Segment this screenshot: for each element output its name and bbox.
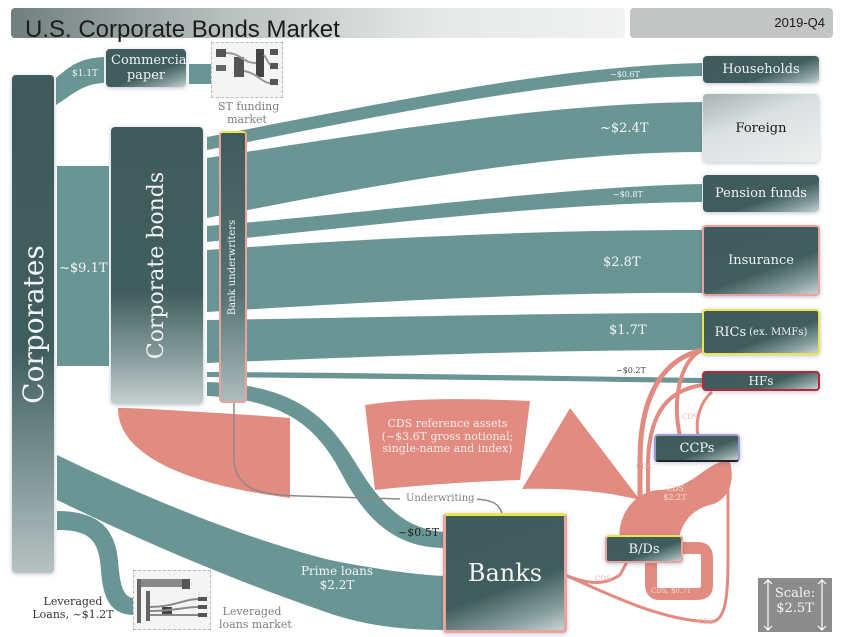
- node-banks-label: Banks: [467, 559, 543, 587]
- st-funding-market-label: ST funding market: [218, 100, 280, 126]
- node-rics[interactable]: RICs (ex. MMFs): [702, 309, 820, 355]
- flow-pension: [207, 184, 702, 242]
- flow-banks-bonds: [207, 382, 445, 548]
- flow-households: [207, 63, 702, 150]
- scale-line1: Scale:: [774, 586, 816, 601]
- cds-bd-ccp: [619, 462, 732, 545]
- leveraged-loans-market-label: Leveraged loans market: [219, 605, 292, 631]
- flow-commercial-paper: [56, 57, 104, 105]
- flow-foreign: [207, 102, 702, 218]
- scale-legend: Scale: $2.5T: [758, 578, 832, 632]
- cds-tag-banks-ccp: CDS: [698, 618, 714, 626]
- title-bar: U.S. Corporate Bonds Market: [11, 8, 625, 43]
- node-bank-underwriters[interactable]: Bank underwriters: [219, 131, 247, 403]
- flow-label-corporate-bonds: ~$9.1T: [59, 261, 108, 276]
- cds-ccp-flow-line2: $2.2T: [663, 493, 687, 503]
- flow-label-pension: ~$0.8T: [613, 190, 643, 199]
- sankey-thumbnail-icon: [137, 579, 207, 623]
- st-funding-line2: market: [227, 112, 267, 126]
- node-hfs-label: HFs: [748, 374, 774, 388]
- cds-reference-bottom: [118, 408, 290, 498]
- node-households[interactable]: Households: [703, 56, 819, 83]
- page-title: U.S. Corporate Bonds Market: [25, 16, 340, 43]
- prime-loans-label: Prime loans: [300, 564, 374, 578]
- node-foreign[interactable]: Foreign: [703, 94, 819, 162]
- cds-triangle: [522, 408, 640, 500]
- flow-label-rics: $1.7T: [609, 323, 647, 338]
- leveraged-market-line2: loans market: [219, 617, 292, 631]
- cds-reference-line1: CDS reference assets: [387, 417, 508, 430]
- cds-hfs-ccp: [695, 390, 714, 437]
- node-corporate-bonds[interactable]: Corporate bonds: [111, 127, 203, 404]
- flow-hfs: [207, 372, 702, 383]
- flow-leveraged-loans: [57, 511, 135, 615]
- scale-line2: $2.5T: [776, 600, 814, 616]
- cds-tag-banks-bd: CDS: [595, 575, 611, 583]
- node-pension-funds[interactable]: Pension funds: [703, 175, 819, 212]
- flow-label-insurance: $2.8T: [603, 255, 641, 270]
- node-hfs[interactable]: HFs: [702, 371, 820, 391]
- scale-arrows-icon: [763, 579, 827, 631]
- flow-insurance: [207, 230, 702, 312]
- node-pension-funds-label: Pension funds: [715, 186, 807, 201]
- flow-label-households: ~$0.6T: [610, 70, 640, 79]
- cds-bd-loop: [645, 542, 713, 600]
- cds-reference-line2: (~$3.6T gross notional;: [381, 429, 514, 443]
- st-funding-market-thumbnail[interactable]: [211, 42, 283, 98]
- scale-label: Scale: $2.5T: [772, 586, 818, 617]
- flow-label-prime-loans: Prime loans $2.2T: [300, 564, 374, 593]
- cds-reference-line3: single-name and index): [382, 442, 513, 456]
- cds-tag-rics: CDS: [636, 463, 652, 471]
- cds-tag-hfs: CDS: [682, 413, 698, 421]
- flow-label-leveraged-loans: Leveraged Loans, ~$1.2T: [32, 595, 114, 621]
- node-rics-sublabel: (ex. MMFs): [749, 326, 808, 338]
- flow-rics: [207, 313, 702, 363]
- node-foreign-label: Foreign: [735, 120, 787, 136]
- leveraged-market-line1: Leveraged: [222, 605, 282, 618]
- flow-st-funding: [189, 64, 213, 84]
- leveraged-loans-line2: Loans, ~$1.2T: [32, 607, 114, 621]
- cds-lines: [564, 347, 730, 624]
- cds-banks-ccp: [564, 462, 730, 624]
- underwriting-label: Underwriting: [404, 493, 477, 505]
- flow-label-hfs: ~$0.2T: [616, 366, 646, 375]
- node-bds-label: B/Ds: [628, 541, 660, 557]
- node-households-label: Households: [722, 62, 800, 77]
- cds-ccp-flow-line1: CDS: [665, 484, 684, 493]
- period-label: 2019-Q4: [774, 15, 825, 30]
- cds-bd-loop-label: CDS, $0.7T: [651, 587, 692, 595]
- node-commercial-paper[interactable]: Commercial paper: [106, 49, 191, 87]
- cds-rics-bd: [637, 347, 703, 545]
- flow-prime-loans: [57, 455, 445, 630]
- cds-ccp-flow-label: CDS $2.2T: [660, 484, 690, 502]
- prime-loans-value: $2.2T: [319, 577, 355, 592]
- node-bds[interactable]: B/Ds: [605, 535, 683, 563]
- cds-reference-box: [365, 399, 530, 490]
- leveraged-loans-line1: Leveraged: [43, 595, 103, 608]
- flow-label-foreign: ~$2.4T: [600, 121, 649, 136]
- node-ccps-label: CCPs: [679, 440, 715, 456]
- flow-label-banks-bonds: ~$0.5T: [398, 526, 440, 539]
- period-bar: 2019-Q4: [630, 8, 833, 38]
- node-corporates[interactable]: Corporates: [12, 75, 54, 573]
- node-insurance[interactable]: Insurance: [702, 225, 820, 296]
- flow-corporate-bonds: [57, 166, 109, 366]
- teal-flows: [56, 57, 702, 630]
- node-ccps[interactable]: CCPs: [654, 434, 740, 462]
- cds-hfs-bd: [646, 383, 703, 545]
- node-corporate-bonds-label: Corporate bonds: [144, 171, 170, 360]
- node-commercial-paper-label: Commercial paper: [111, 53, 191, 83]
- node-bank-underwriters-label: Bank underwriters: [227, 219, 239, 315]
- node-corporates-label: Corporates: [16, 244, 50, 404]
- st-funding-line1: ST funding: [218, 100, 280, 113]
- sankey-thumbnail-icon: [216, 49, 278, 85]
- cds-rics-ccp: [674, 348, 703, 437]
- flow-label-commercial-paper: $1.1T: [72, 69, 99, 79]
- node-rics-label: RICs: [714, 324, 747, 340]
- node-banks[interactable]: Banks: [443, 513, 567, 633]
- node-insurance-label: Insurance: [728, 253, 794, 268]
- cds-reference-label: CDS reference assets (~$3.6T gross notio…: [380, 417, 515, 456]
- leveraged-loans-market-thumbnail[interactable]: [133, 570, 211, 630]
